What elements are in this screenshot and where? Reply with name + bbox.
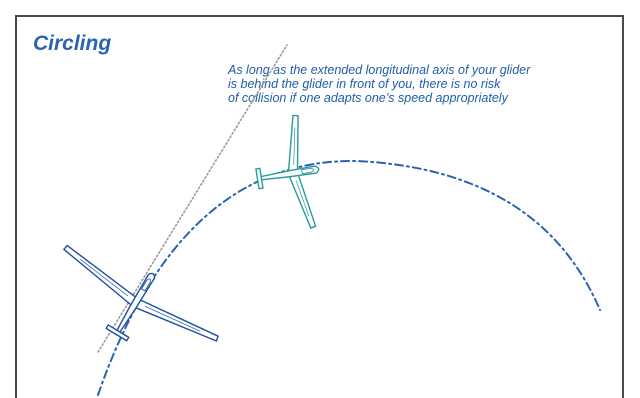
annotation-text: As long as the extended longitudinal axi… (228, 63, 608, 105)
extended-axis-line (97, 44, 288, 353)
circling-path (97, 159, 601, 396)
front-glider-icon (255, 114, 320, 229)
annotation-line-2: is behind the glider in front of you, th… (228, 77, 501, 91)
annotation-line-1: As long as the extended longitudinal axi… (228, 63, 531, 77)
diagram-title: Circling (33, 32, 112, 55)
rear-glider-icon (63, 244, 219, 342)
annotation-line-3: of collision if one adapts one’s speed a… (228, 91, 508, 105)
